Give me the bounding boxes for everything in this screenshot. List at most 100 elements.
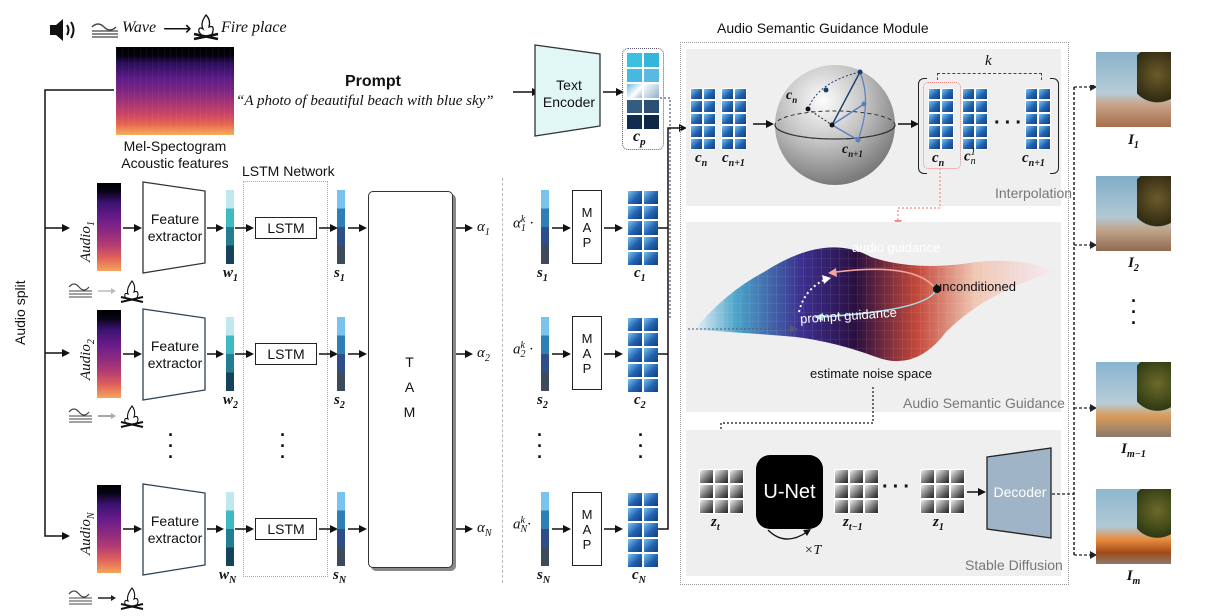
c-label: cN xyxy=(632,567,646,586)
audio-split-label: Audio split xyxy=(12,280,28,345)
arrow-icon xyxy=(319,350,338,358)
s-label: s1 xyxy=(537,265,548,284)
times-t-label: ×T xyxy=(804,543,822,558)
z1-latent xyxy=(920,469,965,514)
lstm-network-frame xyxy=(243,181,328,577)
audio-split-lines xyxy=(44,89,114,540)
ellipsis-vertical-icon: ··· xyxy=(1131,291,1137,333)
arrow-icon xyxy=(235,525,254,533)
arrow-icon xyxy=(235,224,254,232)
section-divider xyxy=(502,178,503,583)
ellipsis-vertical-icon: ··· xyxy=(280,425,286,467)
arrow-icon xyxy=(552,224,571,232)
cn-embedding xyxy=(690,88,716,150)
c-embedding xyxy=(627,317,659,393)
z1-label: z1 xyxy=(933,514,944,533)
left-bracket xyxy=(918,78,927,174)
audio-label: AudioN xyxy=(78,512,97,555)
audio-spectrogram xyxy=(97,485,121,573)
arrow-icon xyxy=(604,350,623,358)
output-label-m: Im xyxy=(1126,568,1141,587)
arrow-icon xyxy=(967,488,986,496)
text-encoder xyxy=(534,44,601,137)
unconditioned-label: unconditioned xyxy=(935,279,1016,294)
c-embedding xyxy=(627,492,659,568)
estimate-noise-space-label: estimate noise space xyxy=(810,366,933,381)
ellipsis-vertical-icon: ··· xyxy=(168,425,174,467)
lstm-cell: LSTM xyxy=(255,217,317,239)
text-encoder-label-line1: Text xyxy=(556,77,582,93)
arrow-icon xyxy=(456,350,473,358)
slerp-sphere xyxy=(774,65,896,185)
fire-label: Fire place xyxy=(221,19,287,36)
cp-to-guidance-dotted-line xyxy=(660,97,671,318)
wave-to-fire-icon xyxy=(68,280,144,303)
s-vector xyxy=(337,317,345,391)
arrow-icon xyxy=(456,525,473,533)
interp-cn-plus-1-embedding xyxy=(1025,88,1051,150)
lstm-cell: LSTM xyxy=(255,343,317,365)
cn1-embedding xyxy=(721,88,747,150)
unet-loop-arrow xyxy=(767,529,811,540)
w-label: w1 xyxy=(223,265,239,284)
alpha-output: α1 xyxy=(477,219,490,238)
s-label: sN xyxy=(333,567,347,586)
arrow-icon xyxy=(348,525,367,533)
cp-label: cp xyxy=(633,128,646,149)
noise-surface xyxy=(686,247,1054,362)
interp-cn1-embedding xyxy=(962,88,988,150)
text-encoder-label: Text Encoder xyxy=(538,77,600,111)
interp-cn-label: cn xyxy=(932,150,945,169)
campfire-icon xyxy=(193,14,219,41)
c-label: c1 xyxy=(634,265,646,284)
s-label: sN xyxy=(537,567,551,586)
arrow-icon: ⟶ xyxy=(163,18,192,40)
output-image-1 xyxy=(1096,52,1171,127)
ellipsis-vertical-icon: ··· xyxy=(537,425,543,467)
k-brace xyxy=(937,73,1042,80)
wave-icon xyxy=(91,23,118,38)
s-vector-weighted xyxy=(541,190,549,264)
arrow-icon xyxy=(604,224,623,232)
cn1-label: cn+1 xyxy=(722,150,745,169)
output-image-m-minus-1 xyxy=(1096,362,1171,437)
interp-cn-embedding xyxy=(928,88,954,150)
audio-label: Audio1 xyxy=(78,221,97,262)
arrow-icon xyxy=(898,120,919,128)
s-vector-weighted xyxy=(541,317,549,391)
k-label: k xyxy=(985,53,992,69)
s-vector xyxy=(337,190,345,264)
arrow-icon xyxy=(123,525,142,533)
embedding-collector-line xyxy=(658,124,687,530)
zt-minus-1-label: zt−1 xyxy=(843,514,863,533)
cn-highlight-box xyxy=(923,82,961,169)
ellipsis-vertical-icon: ··· xyxy=(638,425,644,467)
arrow-icon xyxy=(207,525,224,533)
encoder-to-cp-arrow xyxy=(603,88,624,96)
audio-spectrogram xyxy=(97,310,121,398)
arrow-icon xyxy=(123,350,142,358)
decoder xyxy=(986,447,1052,539)
guidance-label: Audio Semantic Guidance xyxy=(903,395,1065,411)
output-image-2 xyxy=(1096,176,1171,251)
c-label: c2 xyxy=(634,392,646,411)
cp-embedding xyxy=(627,53,659,129)
asgm-title: Audio Semantic Guidance Module xyxy=(717,20,929,36)
alpha-output: αN xyxy=(477,520,492,539)
w-label: w2 xyxy=(223,392,239,411)
prompt-text: “A photo of beautiful beach with blue sk… xyxy=(236,93,494,109)
interpolation-to-guidance-line xyxy=(894,168,941,226)
decoder-label: Decoder xyxy=(993,484,1047,500)
output-label-m-minus-1: Im−1 xyxy=(1121,441,1146,460)
arrow-icon xyxy=(319,224,338,232)
sphere-cn1-label: cn+1 xyxy=(842,142,863,159)
arrow-icon xyxy=(348,350,367,358)
mel-spectrogram xyxy=(116,47,234,135)
s-label: s1 xyxy=(334,265,345,284)
tam-letter-t: T xyxy=(405,354,414,370)
cn-label: cn xyxy=(695,150,708,169)
